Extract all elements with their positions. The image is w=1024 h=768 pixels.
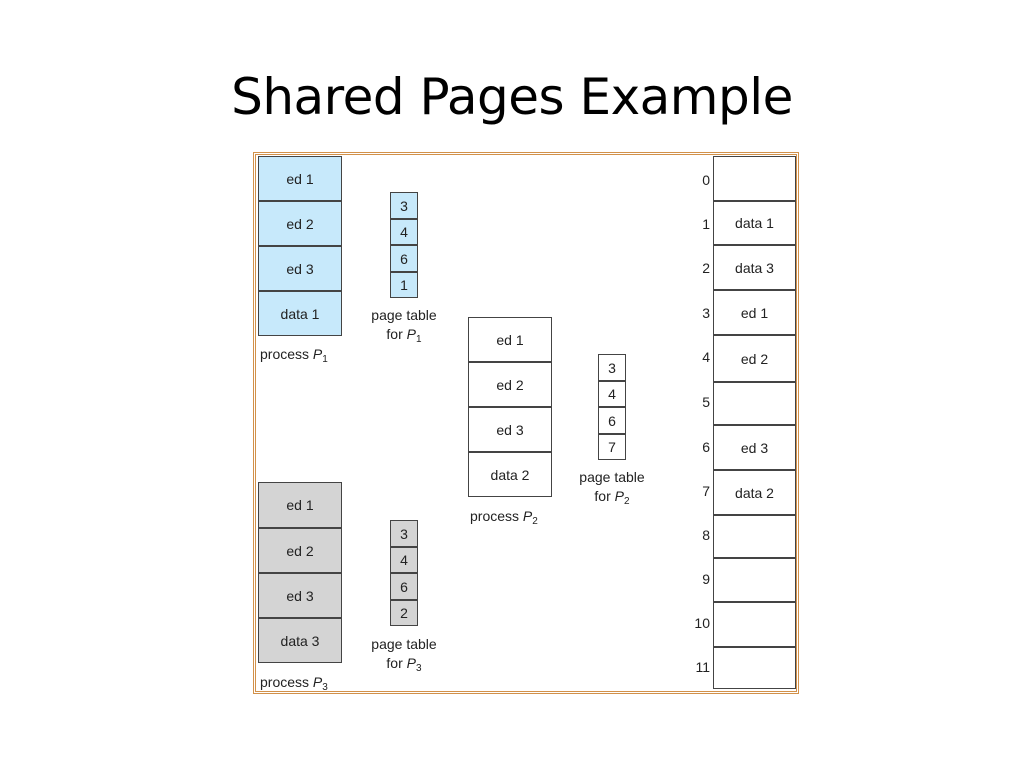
frame-number-5: 5 xyxy=(702,394,710,410)
memory-frame-8 xyxy=(713,515,796,558)
p2-page-3: data 2 xyxy=(468,452,552,497)
frame-number-1: 1 xyxy=(702,216,710,232)
p3-page-2: ed 3 xyxy=(258,573,342,618)
pt1-caption: page table for P1 xyxy=(371,307,437,345)
pt3-caption: page table for P3 xyxy=(371,636,437,674)
frame-number-7: 7 xyxy=(702,483,710,499)
frame-number-8: 8 xyxy=(702,527,710,543)
memory-frame-6: ed 3 xyxy=(713,425,796,470)
p2-page-0: ed 1 xyxy=(468,317,552,362)
memory-frame-1: data 1 xyxy=(713,201,796,245)
frame-number-3: 3 xyxy=(702,305,710,321)
frame-number-2: 2 xyxy=(702,260,710,276)
pt1-entry-2: 6 xyxy=(390,245,418,272)
pt2-entry-3: 7 xyxy=(598,434,626,460)
p2-caption: process P2 xyxy=(470,508,538,527)
p2-page-2: ed 3 xyxy=(468,407,552,452)
p3-caption: process P3 xyxy=(260,674,328,693)
pt3-entry-1: 4 xyxy=(390,547,418,573)
memory-frame-5 xyxy=(713,382,796,425)
frame-number-6: 6 xyxy=(702,439,710,455)
pt2-entry-1: 4 xyxy=(598,381,626,407)
frame-number-11: 11 xyxy=(695,659,710,675)
pt2-entry-0: 3 xyxy=(598,354,626,381)
p1-page-1: ed 2 xyxy=(258,201,342,246)
memory-frame-2: data 3 xyxy=(713,245,796,290)
p1-page-2: ed 3 xyxy=(258,246,342,291)
memory-frame-9 xyxy=(713,558,796,602)
memory-frame-10 xyxy=(713,602,796,647)
memory-frame-7: data 2 xyxy=(713,470,796,515)
p2-page-1: ed 2 xyxy=(468,362,552,407)
frame-number-10: 10 xyxy=(694,615,710,631)
pt3-entry-3: 2 xyxy=(390,600,418,626)
memory-frame-0 xyxy=(713,156,796,201)
memory-frame-4: ed 2 xyxy=(713,335,796,382)
p1-caption: process P1 xyxy=(260,346,328,365)
pt2-entry-2: 6 xyxy=(598,407,626,434)
frame-number-4: 4 xyxy=(702,349,710,365)
p1-page-3: data 1 xyxy=(258,291,342,336)
pt1-entry-3: 1 xyxy=(390,272,418,298)
diagram-frame: ed 1 ed 2 ed 3 data 1 process P1 3 4 6 1… xyxy=(253,152,799,694)
p3-page-0: ed 1 xyxy=(258,482,342,528)
memory-frame-3: ed 1 xyxy=(713,290,796,335)
pt1-entry-0: 3 xyxy=(390,192,418,219)
memory-frame-11 xyxy=(713,647,796,689)
frame-number-9: 9 xyxy=(702,571,710,587)
p1-page-0: ed 1 xyxy=(258,156,342,201)
frame-number-0: 0 xyxy=(702,172,710,188)
pt1-entry-1: 4 xyxy=(390,219,418,245)
pt3-entry-0: 3 xyxy=(390,520,418,547)
slide-title: Shared Pages Example xyxy=(231,68,793,126)
pt2-caption: page table for P2 xyxy=(579,469,645,507)
p3-page-1: ed 2 xyxy=(258,528,342,573)
pt3-entry-2: 6 xyxy=(390,573,418,600)
p3-page-3: data 3 xyxy=(258,618,342,663)
